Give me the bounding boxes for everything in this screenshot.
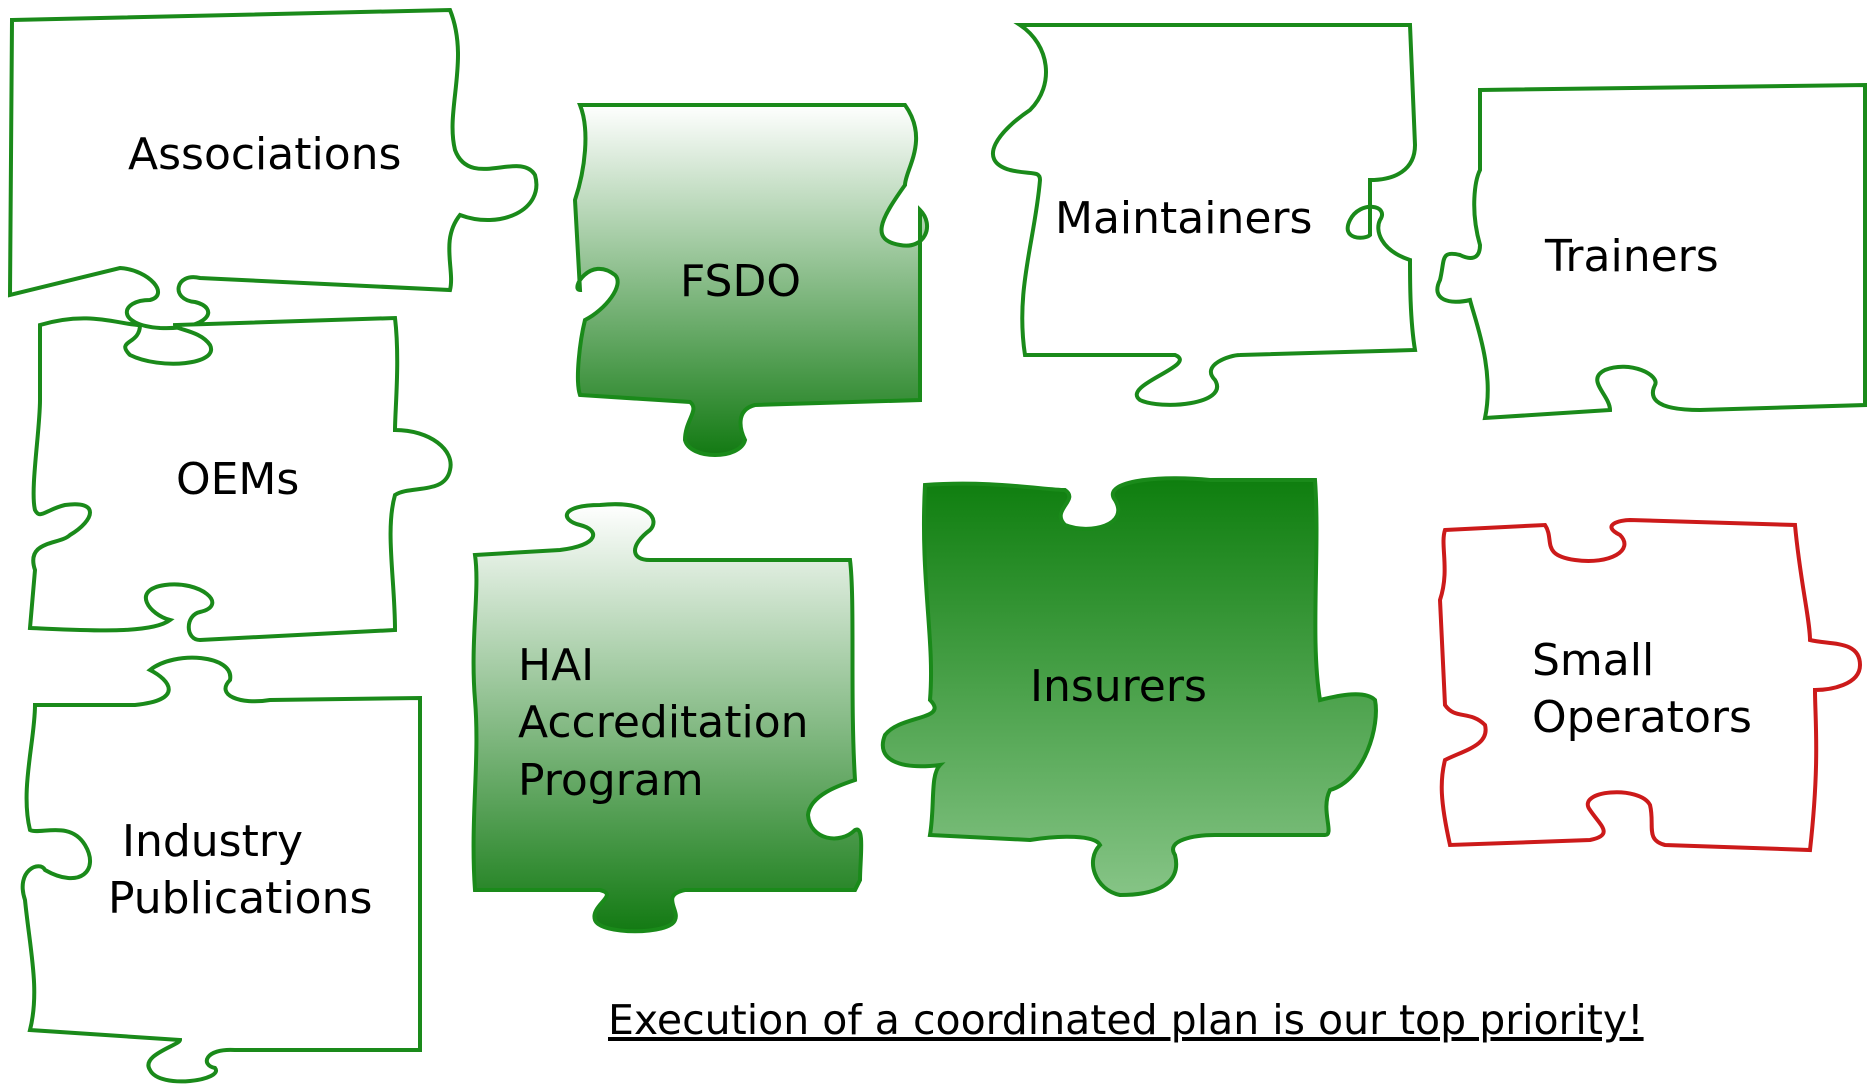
industry-publications-piece: [20, 655, 422, 1084]
trainers-piece: [1435, 82, 1867, 421]
oems-label: OEMs: [176, 454, 300, 505]
trainers-label: Trainers: [1545, 231, 1719, 282]
hai-piece: [471, 502, 864, 934]
hai-label-line2: Accreditation: [518, 697, 809, 748]
hai-label-line1: HAI: [518, 640, 595, 691]
small-operators-label-line1: Small: [1532, 635, 1655, 686]
oems-piece: [27, 315, 453, 643]
hai-label-line3: Program: [518, 755, 704, 806]
small-operators-label-line2: Operators: [1532, 692, 1752, 743]
small-operators-piece: [1437, 517, 1863, 853]
associations-piece: [7, 7, 539, 331]
industry-publications-label-line1: Industry: [122, 816, 303, 867]
maintainers-piece: [990, 23, 1418, 407]
maintainers-label: Maintainers: [1055, 193, 1313, 244]
footer-statement: Execution of a coordinated plan is our t…: [608, 996, 1644, 1044]
associations-label: Associations: [128, 129, 402, 180]
fsdo-label: FSDO: [680, 256, 801, 307]
fsdo-piece: [572, 103, 930, 457]
insurers-label: Insurers: [1030, 661, 1207, 712]
insurers-piece: [881, 476, 1378, 898]
industry-publications-label-line2: Publications: [108, 873, 373, 924]
